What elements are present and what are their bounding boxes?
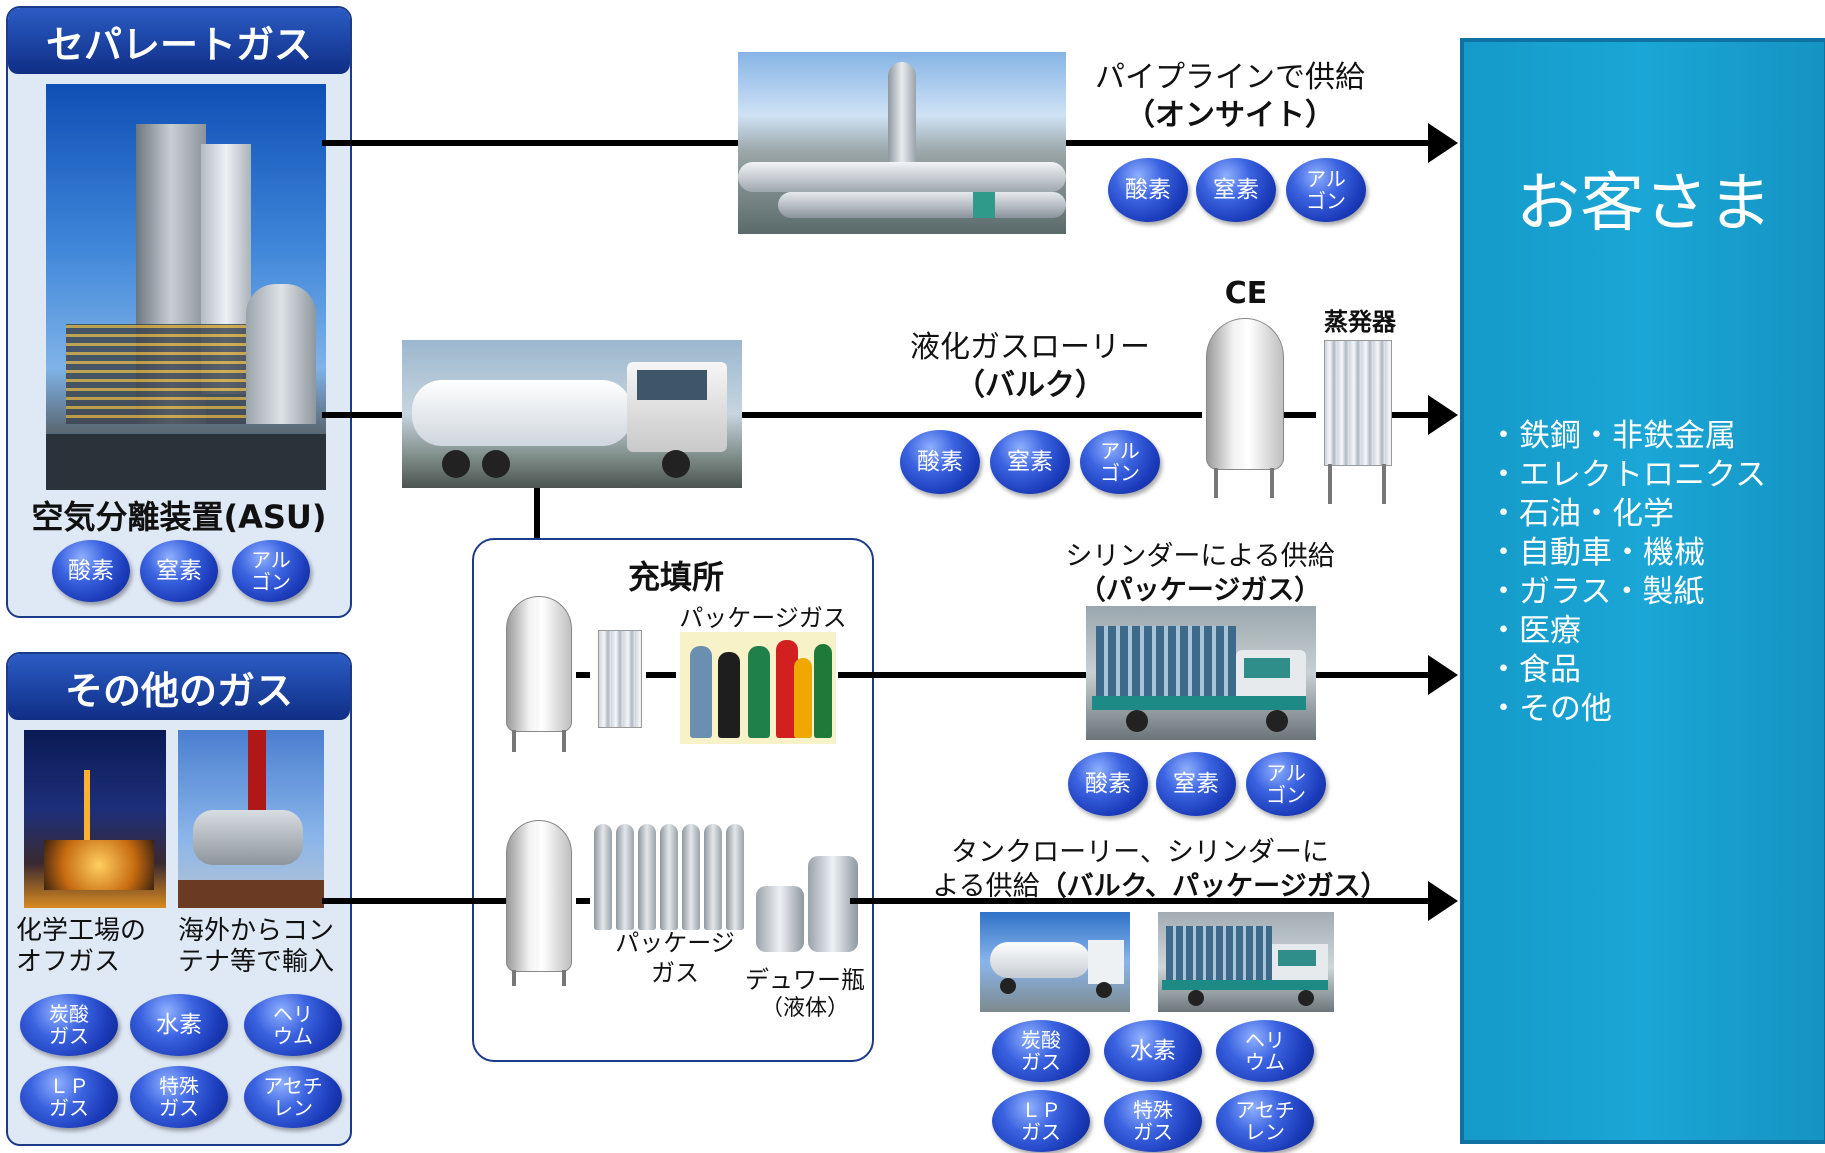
gas-bubble-hydrogen: 水素 <box>130 994 228 1056</box>
industry-item: ・医療 <box>1488 613 1581 649</box>
vaporizer-label: 蒸発器 <box>1324 308 1396 336</box>
tank-gas-special: 特殊 ガス <box>1104 1090 1202 1152</box>
cylinder-arrow <box>1428 655 1458 695</box>
pipeline-gas-argon: アル ゴン <box>1286 158 1366 222</box>
package-gas-label-2: パッケージ ガス <box>615 929 735 987</box>
customer-panel: お客さま ・鉄鋼・非鉄金属 ・エレクトロニクス ・石油・化学 ・自動車・機械 ・… <box>1460 38 1825 1144</box>
bulk-subtitle: （バルク） <box>955 368 1105 403</box>
station-vaporizer <box>598 630 642 728</box>
industry-item: ・その他 <box>1488 691 1612 727</box>
gas-bubble-helium: ヘリ ウム <box>244 994 342 1056</box>
asu-plant-photo <box>46 84 326 490</box>
dewar-vessels <box>754 856 860 956</box>
tank-lorry-arrow <box>1428 881 1458 921</box>
package-gas-cylinders <box>680 632 836 744</box>
package-gas-label: パッケージガス <box>679 604 847 632</box>
gas-bubble-special: 特殊 ガス <box>130 1066 228 1128</box>
bulk-gas-oxygen: 酸素 <box>900 430 980 494</box>
vaporizer <box>1324 340 1392 466</box>
bulk-line-c <box>1390 412 1430 418</box>
pipeline-arrow <box>1428 123 1458 163</box>
ce-tank <box>1206 318 1284 470</box>
tank-gas-helium: ヘリ ウム <box>1216 1020 1314 1082</box>
customer-title: お客さま <box>1516 167 1772 241</box>
bulk-title: 液化ガスローリー <box>910 330 1150 365</box>
industry-item: ・エレクトロニクス <box>1488 457 1767 493</box>
cylinder-truck-photo <box>1086 606 1316 740</box>
cylinder-gas-oxygen: 酸素 <box>1068 752 1148 816</box>
gas-bubble-argon: アル ゴン <box>232 540 310 602</box>
bulk-gas-argon: アル ゴン <box>1080 430 1160 494</box>
industry-item: ・自動車・機械 <box>1488 535 1705 571</box>
pipeline-gas-oxygen: 酸素 <box>1108 158 1188 222</box>
asu-label: 空気分離装置(ASU) <box>31 498 327 536</box>
cylinder-truck-photo-2 <box>1158 912 1334 1012</box>
tank-lorry-line <box>322 898 506 904</box>
industry-item: ・鉄鋼・非鉄金属 <box>1488 418 1736 454</box>
gas-bubble-lpg: ＬＰ ガス <box>20 1066 118 1128</box>
industry-item: ・石油・化学 <box>1488 496 1674 532</box>
gas-bubble-co2: 炭酸 ガス <box>20 994 118 1056</box>
cylinder-gas-argon: アル ゴン <box>1246 752 1326 816</box>
other-gas-title: その他のガス <box>8 654 350 720</box>
tank-lorry-photo <box>980 912 1130 1012</box>
pipeline-photo <box>738 52 1066 234</box>
filling-station-title: 充填所 <box>627 558 724 596</box>
cylinder-gas-nitrogen: 窒素 <box>1156 752 1236 816</box>
import-caption: 海外からコン テナ等で輸入 <box>178 916 335 977</box>
tank-route-title-1: タンクローリー、シリンダーに <box>951 837 1329 868</box>
bulk-arrow <box>1428 395 1458 435</box>
tank-route-title-2-bold: （バルク、パッケージガス） <box>1039 871 1388 902</box>
industry-item: ・ガラス・製紙 <box>1488 574 1705 610</box>
separate-gas-panel: セパレートガス 空気分離装置(ASU) 酸素 窒素 アル ゴン <box>6 6 352 618</box>
cylinder-title: シリンダーによる供給 <box>1065 541 1335 572</box>
gas-bubble-acetylene: アセチ レン <box>244 1066 342 1128</box>
pipeline-gas-nitrogen: 窒素 <box>1196 158 1276 222</box>
tank-lorry-line-2 <box>850 898 1430 904</box>
package-gas-cylinders-2 <box>594 824 764 936</box>
gas-bubble-oxygen: 酸素 <box>52 540 130 602</box>
chemical-plant-photo <box>24 730 166 908</box>
filling-station-box <box>472 538 874 1062</box>
gas-bubble-nitrogen: 窒素 <box>140 540 218 602</box>
industry-list: ・鉄鋼・非鉄金属 ・エレクトロニクス ・石油・化学 ・自動車・機械 ・ガラス・製… <box>1488 417 1766 729</box>
container-import-photo <box>178 730 324 908</box>
tank-route-title-2-prefix: よる供給 <box>932 871 1040 902</box>
station-tank-1 <box>506 596 572 732</box>
tank-gas-lpg: ＬＰ ガス <box>992 1090 1090 1152</box>
station-tank-2 <box>506 820 572 972</box>
tank-route-title-2: よる供給（バルク、パッケージガス） <box>920 864 1400 903</box>
industry-item: ・食品 <box>1488 652 1581 688</box>
tank-gas-acetylene: アセチ レン <box>1216 1090 1314 1152</box>
cylinder-subtitle: （パッケージガス） <box>1078 575 1322 606</box>
bulk-lorry-photo <box>402 340 742 488</box>
bulk-line-b <box>1284 412 1316 418</box>
tank-gas-hydrogen: 水素 <box>1104 1020 1202 1082</box>
other-gas-panel: その他のガス 化学工場の オフガス 海外からコン テナ等で輸入 炭酸 ガス 水素… <box>6 652 352 1146</box>
pipeline-subtitle: （オンサイト） <box>1125 98 1335 133</box>
bulk-gas-nitrogen: 窒素 <box>990 430 1070 494</box>
pipeline-title: パイプラインで供給 <box>1095 60 1365 95</box>
dewar-label: デュワー瓶 <box>745 966 865 994</box>
ce-label: CE <box>1224 276 1268 311</box>
bulk-line-a <box>322 412 1202 418</box>
chemical-offgas-caption: 化学工場の オフガス <box>16 916 147 977</box>
dewar-sub-label: （液体） <box>760 996 849 1021</box>
tank-gas-co2: 炭酸 ガス <box>992 1020 1090 1082</box>
separate-gas-title: セパレートガス <box>8 8 350 74</box>
